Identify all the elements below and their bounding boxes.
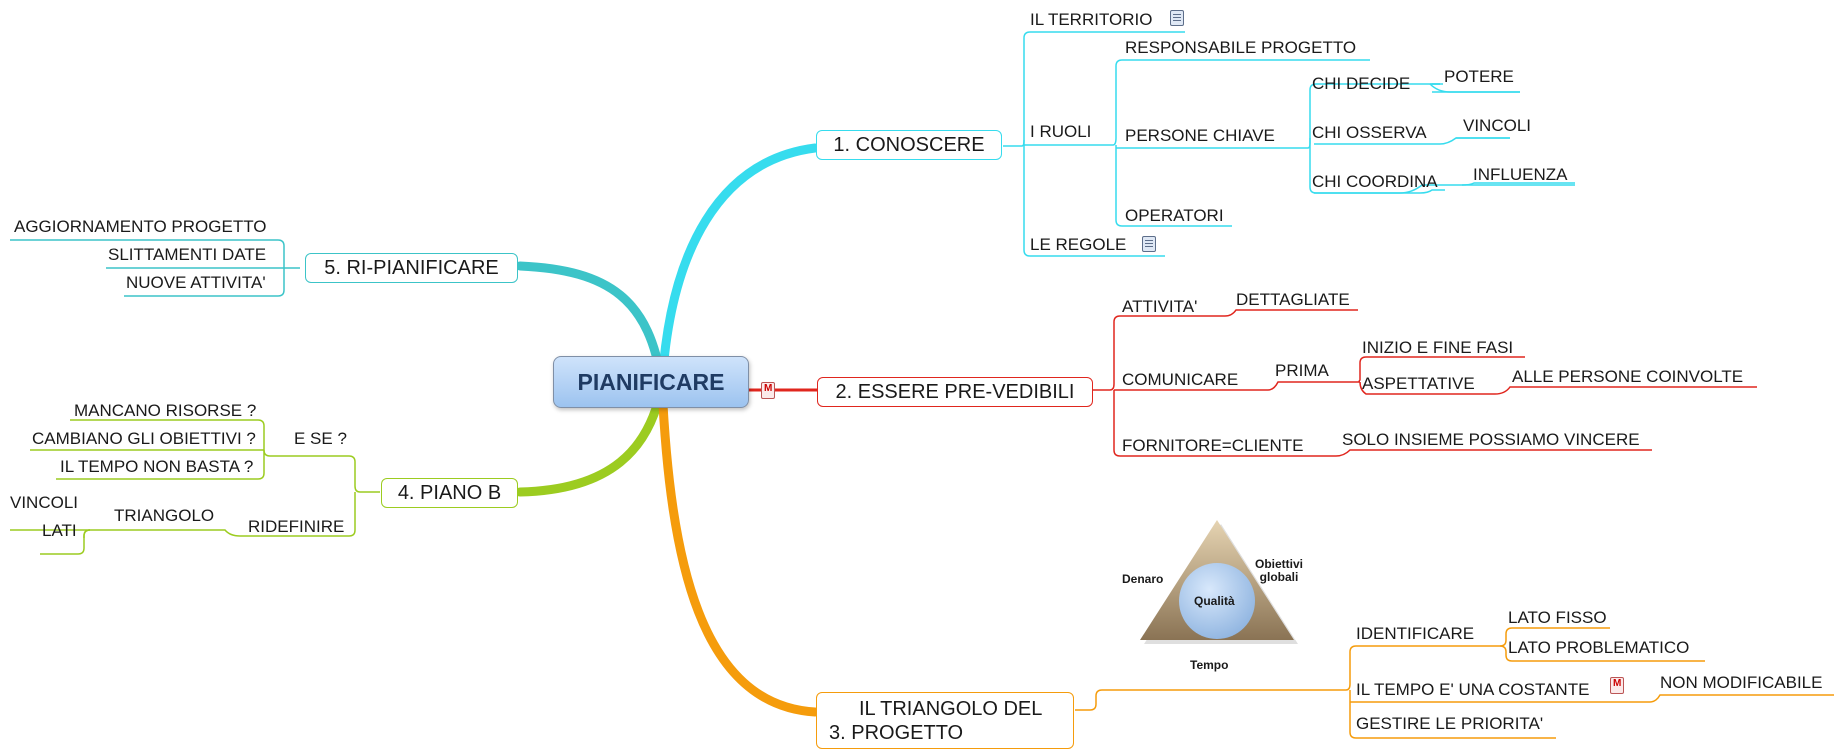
label-chi-coordina[interactable]: CHI COORDINA: [1312, 172, 1438, 191]
label-tempo-non-basta[interactable]: IL TEMPO NON BASTA ?: [60, 457, 254, 476]
triangle-figure: Denaro Obiettivi globali Qualità Tempo: [1102, 500, 1342, 680]
label-operatori[interactable]: OPERATORI: [1125, 206, 1224, 225]
figure-label-denaro: Denaro: [1122, 572, 1164, 586]
label-regole[interactable]: LE REGOLE: [1030, 235, 1127, 254]
label-aspettative[interactable]: ASPETTATIVE: [1362, 374, 1475, 393]
label-prima[interactable]: PRIMA: [1275, 361, 1329, 380]
label-chi-decide[interactable]: CHI DECIDE: [1312, 74, 1411, 93]
branch-conoscere: [657, 143, 820, 390]
label-lato-problematico[interactable]: LATO PROBLEMATICO: [1508, 638, 1690, 657]
label-attivita[interactable]: ATTIVITA': [1122, 297, 1198, 316]
figure-label-qualita: Qualità: [1194, 594, 1235, 608]
topic-prevedibili[interactable]: 2. ESSERE PRE-VEDIBILI: [817, 377, 1093, 407]
label-ridefinire[interactable]: RIDEFINIRE: [248, 517, 345, 536]
branch-triangolo: [657, 380, 820, 717]
label-identificare[interactable]: IDENTIFICARE: [1356, 624, 1475, 643]
label-dettagliate[interactable]: DETTAGLIATE: [1236, 290, 1350, 309]
label-mancano-risorse[interactable]: MANCANO RISORSE ?: [74, 401, 257, 420]
label-persone-coinvolte[interactable]: ALLE PERSONE COINVOLTE: [1512, 367, 1744, 386]
label-vincoli[interactable]: VINCOLI: [10, 493, 79, 512]
note-icon[interactable]: [1142, 236, 1156, 252]
mindmap-link-icon[interactable]: [1610, 677, 1624, 694]
label-cambiano-obiettivi[interactable]: CAMBIANO GLI OBIETTIVI ?: [32, 429, 256, 448]
label-non-modificabile[interactable]: NON MODIFICABILE: [1660, 673, 1823, 692]
topic-conoscere[interactable]: 1. CONOSCERE: [816, 130, 1002, 160]
central-topic[interactable]: PIANIFICARE: [553, 356, 749, 408]
label-tempo-costante[interactable]: IL TEMPO E' UNA COSTANTE: [1356, 680, 1590, 699]
label-influenza[interactable]: INFLUENZA: [1473, 165, 1568, 184]
label-fornitore[interactable]: FORNITORE=CLIENTE: [1122, 436, 1304, 455]
topic-ripianificare[interactable]: 5. RI-PIANIFICARE: [305, 253, 518, 283]
label-territorio[interactable]: IL TERRITORIO: [1030, 10, 1153, 29]
mindmap-link-icon[interactable]: [761, 382, 775, 399]
branch-ripianificare: [515, 261, 667, 390]
label-vincoli[interactable]: VINCOLI: [1463, 116, 1532, 135]
label-nuove-attivita[interactable]: NUOVE ATTIVITA': [126, 273, 266, 292]
label-comunicare[interactable]: COMUNICARE: [1122, 370, 1239, 389]
label-slittamenti[interactable]: SLITTAMENTI DATE: [108, 245, 267, 264]
label-insieme[interactable]: SOLO INSIEME POSSIAMO VINCERE: [1342, 430, 1640, 449]
topic-triangolo[interactable]: IL TRIANGOLO DEL 3. PROGETTO: [816, 692, 1074, 749]
label-responsabile[interactable]: RESPONSABILE PROGETTO: [1125, 38, 1357, 57]
label-persone-chiave[interactable]: PERSONE CHIAVE: [1125, 126, 1275, 145]
triangle-graphic: [1140, 520, 1298, 644]
label-e-se[interactable]: E SE ?: [294, 429, 347, 448]
label-potere[interactable]: POTERE: [1444, 67, 1514, 86]
label-gestire-priorita[interactable]: GESTIRE LE PRIORITA': [1356, 714, 1544, 733]
topic-piano-b[interactable]: 4. PIANO B: [381, 478, 518, 508]
figure-label-tempo: Tempo: [1190, 658, 1229, 672]
label-inizio-fine[interactable]: INIZIO E FINE FASI: [1362, 338, 1514, 357]
label-chi-osserva[interactable]: CHI OSSERVA: [1312, 123, 1427, 142]
figure-label-obiettivi: Obiettivi globali: [1254, 557, 1303, 584]
note-icon[interactable]: [1170, 10, 1184, 26]
label-triangolo[interactable]: TRIANGOLO: [114, 506, 215, 525]
label-aggiornamento[interactable]: AGGIORNAMENTO PROGETTO: [14, 217, 267, 236]
label-lato-fisso[interactable]: LATO FISSO: [1508, 608, 1607, 627]
label-ruoli[interactable]: I RUOLI: [1030, 122, 1092, 141]
label-lati[interactable]: LATI: [42, 521, 77, 540]
